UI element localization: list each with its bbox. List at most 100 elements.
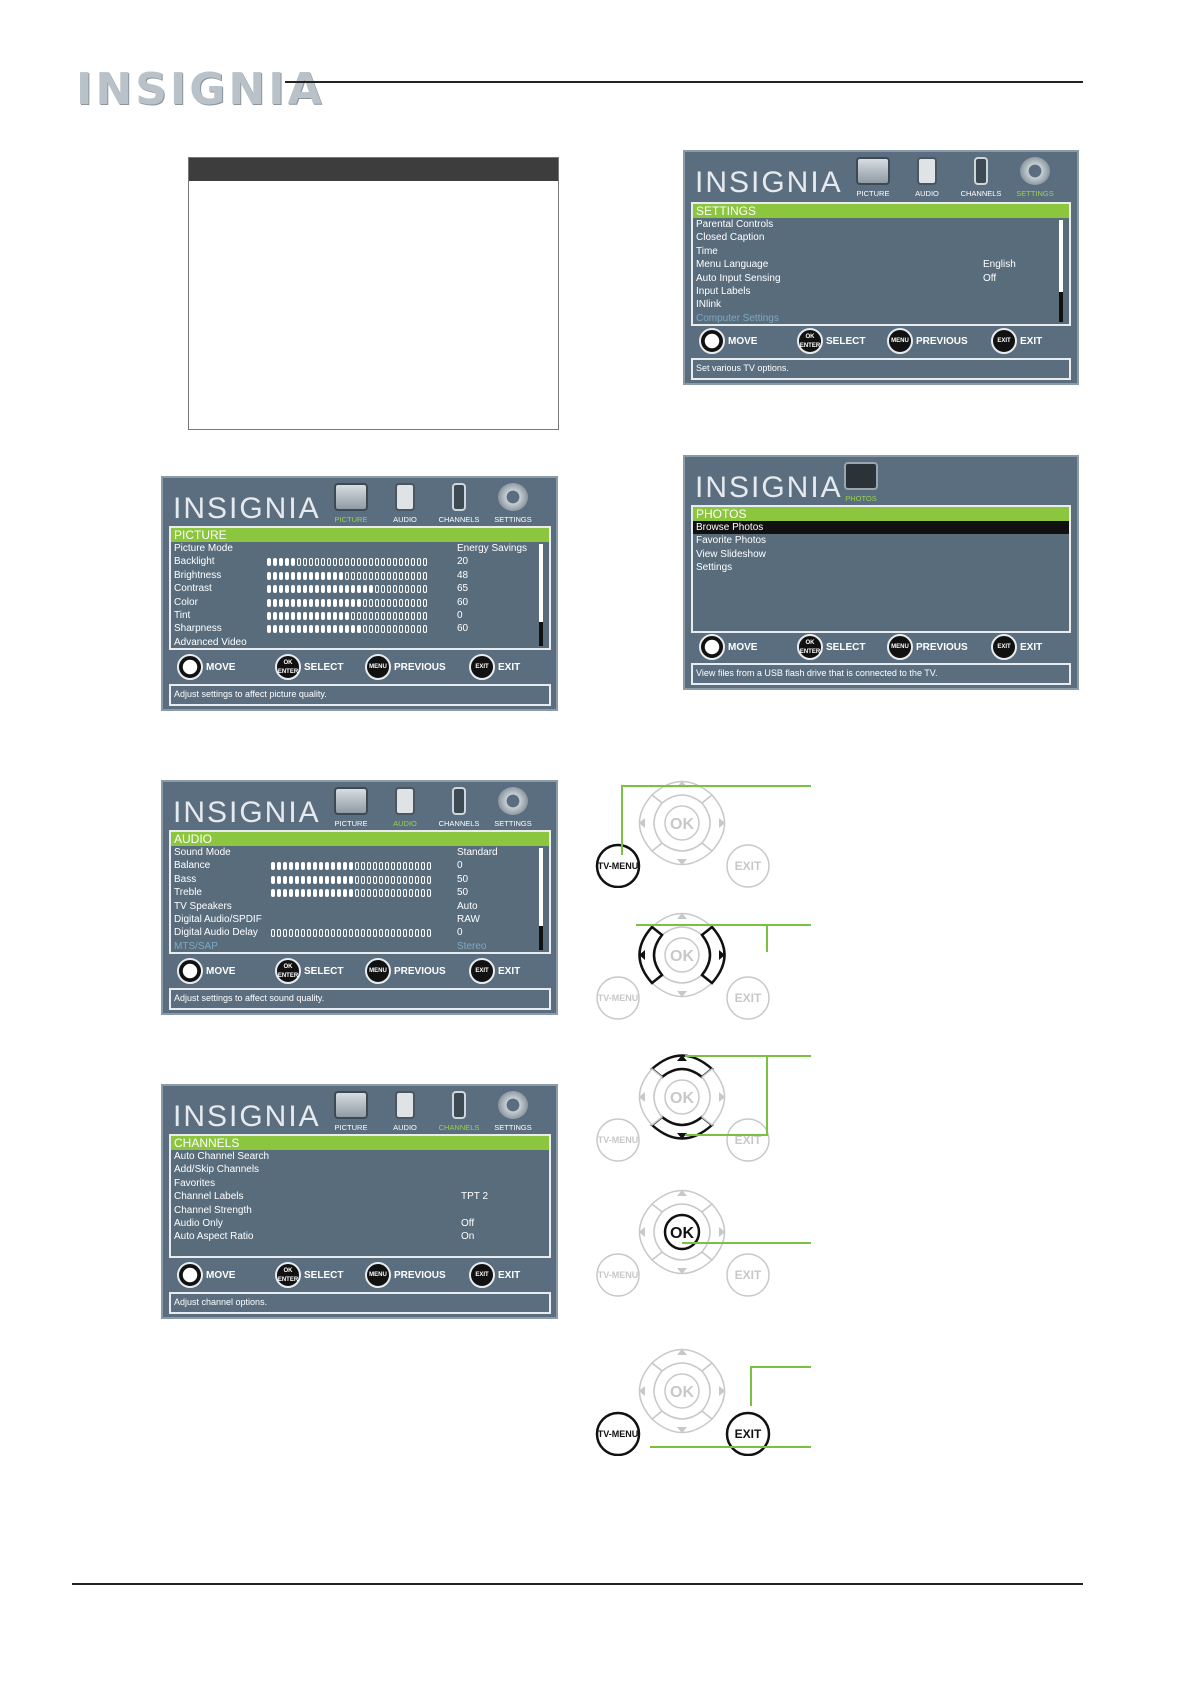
level-bar[interactable]	[267, 585, 429, 594]
menu-item-label: Favorites	[174, 1177, 216, 1189]
left-arrow-button[interactable]	[638, 1067, 664, 1127]
tab-settings[interactable]: SETTINGS	[1005, 157, 1065, 205]
menu-item[interactable]: Time	[693, 245, 1069, 258]
level-bar[interactable]	[267, 571, 429, 580]
right-arrow-button[interactable]	[700, 925, 726, 985]
level-segment	[427, 929, 431, 938]
menu-item[interactable]: Parental Controls	[693, 218, 1069, 231]
menu-item[interactable]: Favorite Photos	[693, 534, 1069, 547]
tab-picture[interactable]: PICTURE	[321, 483, 381, 531]
exit-button[interactable]	[725, 1411, 771, 1456]
tab-channels[interactable]: CHANNELS	[429, 1091, 489, 1139]
menu-item[interactable]: INlink	[693, 298, 1069, 311]
menu-item[interactable]: Favorites	[171, 1177, 549, 1190]
scrollbar[interactable]	[1059, 220, 1063, 322]
ok-button[interactable]	[664, 1079, 700, 1115]
menu-item[interactable]: View Slideshow	[693, 548, 1069, 561]
exit-button[interactable]	[726, 1118, 770, 1162]
menu-item[interactable]: Settings	[693, 561, 1069, 574]
level-segment	[285, 585, 289, 594]
scrollbar[interactable]	[539, 848, 543, 950]
level-segment	[393, 585, 397, 594]
menu-item[interactable]: Add/Skip Channels	[171, 1163, 549, 1176]
level-segment	[333, 585, 337, 594]
level-bar[interactable]	[267, 625, 429, 634]
menu-item[interactable]: Advanced Video	[171, 636, 549, 649]
tv-menu-button[interactable]	[596, 1118, 640, 1162]
left-arrow-button[interactable]	[638, 793, 664, 853]
menu-item[interactable]: Computer Settings	[693, 312, 1069, 325]
tab-channels[interactable]: CHANNELS	[429, 483, 489, 531]
tab-picture[interactable]: PICTURE	[321, 787, 381, 835]
menu-item[interactable]: Input Labels	[693, 285, 1069, 298]
exit-button[interactable]	[726, 1253, 770, 1297]
tv-menu-button[interactable]	[596, 976, 640, 1020]
tab-settings[interactable]: SETTINGS	[483, 1091, 543, 1139]
tab-settings[interactable]: SETTINGS	[483, 483, 543, 531]
tab-channels[interactable]: CHANNELS	[429, 787, 489, 835]
down-arrow-icon	[677, 1268, 687, 1274]
level-segment	[381, 598, 385, 607]
tv-menu-button[interactable]	[595, 843, 641, 888]
level-bar[interactable]	[267, 558, 429, 567]
tab-audio[interactable]: AUDIO	[375, 483, 435, 531]
left-arrow-button[interactable]	[638, 1202, 664, 1262]
right-arrow-button[interactable]	[700, 1067, 726, 1127]
right-arrow-button[interactable]	[700, 1202, 726, 1262]
tab-audio[interactable]: AUDIO	[897, 157, 957, 205]
right-arrow-button[interactable]	[700, 793, 726, 853]
speaker-icon	[395, 787, 415, 815]
ok-button[interactable]	[663, 1213, 701, 1251]
ok-button[interactable]	[664, 1373, 700, 1409]
level-bar[interactable]	[267, 611, 429, 620]
right-arrow-button[interactable]	[700, 1361, 726, 1421]
tab-picture[interactable]: PICTURE	[321, 1091, 381, 1139]
left-arrow-button[interactable]	[638, 1361, 664, 1421]
tab-photos[interactable]: PHOTOS	[831, 462, 891, 510]
menu-item[interactable]: Channel Strength	[171, 1204, 549, 1217]
level-bar[interactable]	[271, 862, 433, 871]
scrollbar[interactable]	[539, 544, 543, 646]
tab-picture[interactable]: PICTURE	[843, 157, 903, 205]
ok-button[interactable]	[664, 937, 700, 973]
level-bar[interactable]	[267, 598, 429, 607]
menu-item[interactable]: Closed Caption	[693, 231, 1069, 244]
tab-settings[interactable]: SETTINGS	[483, 787, 543, 835]
menu-item[interactable]: Browse Photos	[693, 521, 1069, 535]
tv-menu-button[interactable]	[596, 1253, 640, 1297]
exit-button[interactable]	[726, 976, 770, 1020]
menu-item-label: Treble	[174, 887, 202, 899]
exit-button[interactable]	[726, 844, 770, 888]
level-bar[interactable]	[271, 875, 433, 884]
level-bar[interactable]	[271, 889, 433, 898]
tab-audio[interactable]: AUDIO	[375, 787, 435, 835]
menu-item[interactable]: Auto Channel Search	[171, 1150, 549, 1163]
ok-button[interactable]	[664, 805, 700, 841]
tab-audio[interactable]: AUDIO	[375, 1091, 435, 1139]
tab-channels[interactable]: CHANNELS	[951, 157, 1011, 205]
left-arrow-button[interactable]	[638, 925, 664, 985]
level-segment	[387, 571, 391, 580]
level-bar[interactable]	[271, 929, 433, 938]
tv-menu-button[interactable]	[595, 1411, 641, 1456]
